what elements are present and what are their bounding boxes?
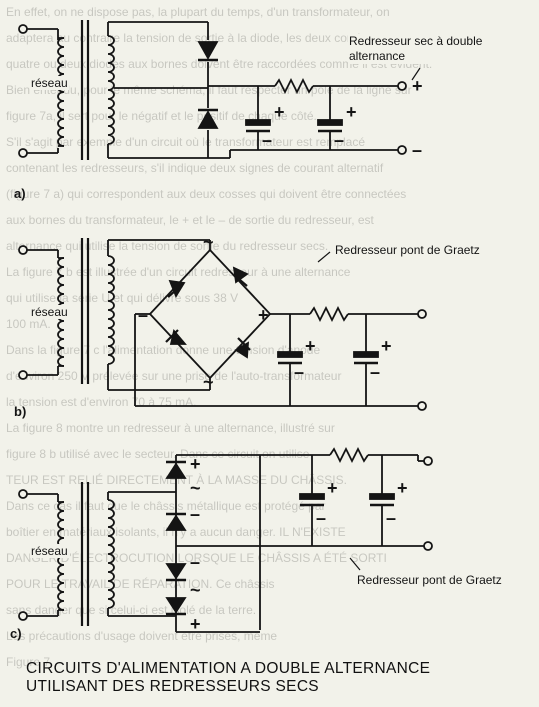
caption-line-2: UTILISANT DES REDRESSEURS SECS <box>26 678 319 695</box>
diode-c1 <box>165 462 187 479</box>
sub-label-a: a) <box>14 186 26 201</box>
transformer-a-primary <box>57 37 65 147</box>
background-text-line: En effet, on ne dispose pas, la plupart … <box>6 5 390 19</box>
transformer-c-secondary <box>107 499 115 609</box>
ac-c-1: ~ <box>190 478 201 498</box>
polarity-c-cap2-plus: + <box>397 478 408 498</box>
background-text-line: (figure 7 a) qui correspondent aux deux … <box>6 187 407 201</box>
background-text-line: TEUR EST RELIÉ DIRECTEMENT À LA MASSE DU… <box>6 473 347 487</box>
ac-c-2: ~ <box>190 580 201 600</box>
terminal-b-in-top <box>18 245 28 255</box>
terminal-b-in-bottom <box>18 370 28 380</box>
ac-b-top: ~ <box>203 232 214 252</box>
polarity-c-cap1-plus: + <box>327 478 338 498</box>
polarity-c-cap1-minus: – <box>316 508 326 528</box>
terminal-c-in-bottom <box>18 611 28 621</box>
terminal-c-in-top <box>18 489 28 499</box>
background-text-line: sans danger que si celui-ci est isolé de… <box>6 603 257 617</box>
network-label-b: réseau <box>30 305 69 319</box>
background-text-line: figure 8 b utilisé avec le secteur. Dans… <box>6 447 310 461</box>
polarity-c-minus-2: – <box>190 552 200 572</box>
title-b: Redresseur pont de Graetz <box>334 242 486 259</box>
figure-caption: CIRCUITS D'ALIMENTATION A DOUBLE ALTERNA… <box>26 660 430 696</box>
section-a-circuit <box>18 20 421 160</box>
capacitor-a1 <box>245 119 271 126</box>
title-a: Redresseur sec à double alternance <box>348 34 500 64</box>
terminal-b-minus <box>417 401 427 411</box>
polarity-b-cap1-plus: + <box>305 336 316 356</box>
capacitor-b1 <box>277 351 303 358</box>
background-text-line: aux bornes du transformateur, le + et le… <box>6 213 374 227</box>
terminal-a-in-bottom <box>18 148 28 158</box>
terminal-a-in-top <box>18 24 28 34</box>
polarity-a-out-plus: + <box>412 76 423 96</box>
background-text-line: d'environ 250 V prélevée sur une prise d… <box>6 369 342 383</box>
background-text-line: Figure 7. <box>6 655 54 669</box>
terminal-b-plus <box>417 309 427 319</box>
terminal-c-plus <box>423 456 433 466</box>
polarity-c-minus-1: – <box>190 504 200 524</box>
diode-c3 <box>165 563 187 580</box>
capacitor-c1 <box>299 493 325 500</box>
polarity-a-out-minus: – <box>412 140 422 160</box>
diode-b3 <box>169 329 187 345</box>
title-c: Redresseur pont de Graetz <box>356 572 508 589</box>
network-label-a: réseau <box>30 76 69 90</box>
polarity-b-cap2-plus: + <box>381 336 392 356</box>
background-text-line: La figure 8 montre un redresseur à une a… <box>6 421 335 435</box>
background-text-line: Dans ce cas il faut que le châssis métal… <box>6 499 326 513</box>
polarity-a-cap2-plus: + <box>346 102 357 122</box>
section-b-circuit <box>18 238 427 411</box>
polarity-a-cap1-minus: – <box>262 130 272 150</box>
network-label-c: réseau <box>30 544 69 558</box>
capacitor-c2 <box>369 493 395 500</box>
terminal-c-minus <box>423 541 433 551</box>
diode-a2 <box>197 110 219 129</box>
polarity-b-cap1-minus: – <box>294 362 304 382</box>
polarity-c-cap2-minus: – <box>386 508 396 528</box>
resistor-a <box>274 77 314 95</box>
polarity-b-bridge-plus: + <box>258 305 269 325</box>
terminal-a-plus <box>397 81 407 91</box>
resistor-c <box>329 446 369 464</box>
caption-line-1: CIRCUITS D'ALIMENTATION A DOUBLE ALTERNA… <box>26 660 431 677</box>
capacitor-b2 <box>353 351 379 358</box>
background-text-line: qui utilise la série U et qui délivre so… <box>6 291 239 305</box>
polarity-a-cap2-minus: – <box>334 130 344 150</box>
background-text-line: S'il s'agit par exemple d'un circuit où … <box>6 135 366 149</box>
resistor-b <box>309 305 349 323</box>
transformer-b-secondary <box>107 255 115 365</box>
transformer-a-secondary <box>107 35 115 145</box>
background-text-line: POUR LE TRAVAIL DE RÉPARATION. Ce châssi… <box>6 577 275 591</box>
sub-label-c: c) <box>10 626 22 641</box>
polarity-b-cap2-minus: – <box>370 362 380 382</box>
capacitor-a2 <box>317 119 343 126</box>
polarity-b-bridge-minus: – <box>138 305 148 325</box>
background-text-line: 100 mA. <box>6 317 51 331</box>
diode-a1 <box>197 41 219 60</box>
section-c-circuit <box>18 446 433 633</box>
diode-c4 <box>165 597 187 614</box>
sub-label-b: b) <box>14 404 27 419</box>
terminal-a-minus <box>397 145 407 155</box>
polarity-c-top-plus: + <box>190 454 201 474</box>
ac-b-bottom: ~ <box>203 372 214 392</box>
background-text-line: contenant les redresseurs, s'il indique … <box>6 161 384 175</box>
background-text-line: Les précautions d'usage doivent être pri… <box>6 629 278 643</box>
polarity-c-bottom-plus: + <box>190 614 201 634</box>
polarity-a-cap1-plus: + <box>274 102 285 122</box>
diode-c2 <box>165 514 187 531</box>
